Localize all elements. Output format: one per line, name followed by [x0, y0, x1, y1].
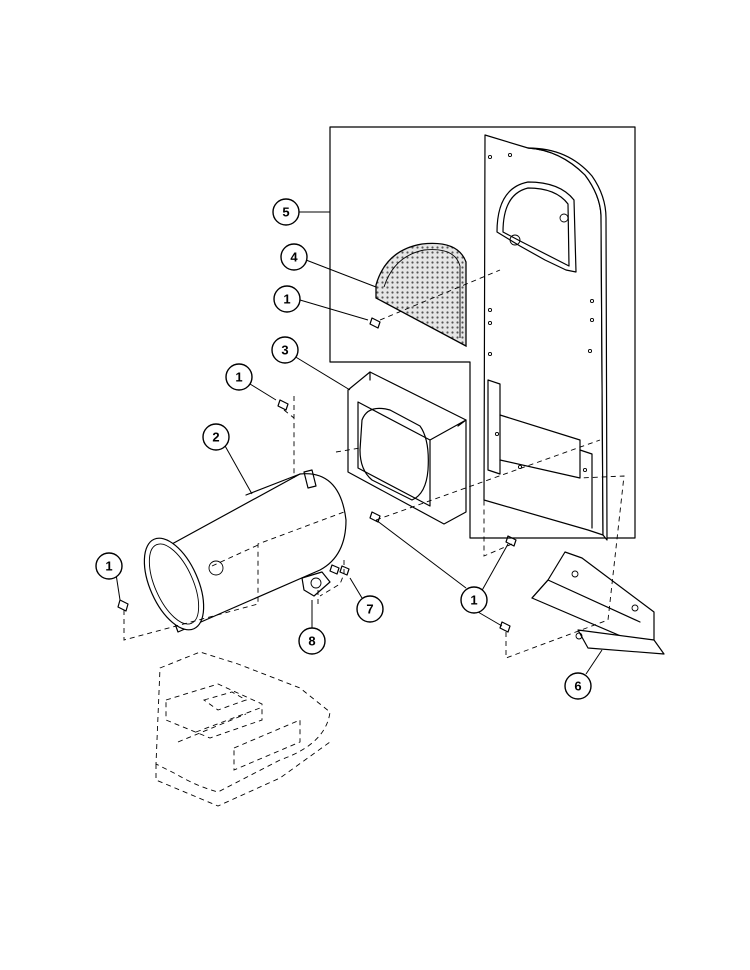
- callout-3: 3: [271, 336, 299, 364]
- svg-text:5: 5: [282, 205, 289, 220]
- svg-text:1: 1: [235, 370, 242, 385]
- callout-4: 4: [280, 243, 308, 271]
- alignment-lines: [123, 269, 625, 659]
- part-4-lint-screen: [375, 242, 467, 348]
- callout-1-lower-left-screw: 1: [95, 552, 123, 580]
- svg-text:8: 8: [308, 634, 315, 649]
- svg-text:7: 7: [366, 602, 373, 617]
- svg-text:4: 4: [290, 250, 298, 265]
- callout-2: 2: [202, 423, 230, 451]
- callout-1-bracket-screws: 1: [460, 586, 488, 614]
- part-2-cylinder: [143, 469, 347, 633]
- callout-7: 7: [356, 595, 384, 623]
- screw-center: [369, 511, 381, 523]
- svg-text:1: 1: [470, 593, 477, 608]
- svg-text:1: 1: [283, 292, 290, 307]
- callout-1-screen-screw: 1: [273, 285, 301, 313]
- leader-lines: [115, 211, 603, 675]
- screw-upper: [369, 317, 381, 329]
- part-5-back-panel: [483, 134, 608, 541]
- part-8-thermostat: [301, 571, 331, 597]
- svg-text:3: 3: [281, 343, 288, 358]
- part-6-bracket: [531, 551, 665, 655]
- svg-text:1: 1: [105, 559, 112, 574]
- screw-left-mid: [277, 399, 289, 411]
- part-7-screw: [329, 564, 350, 576]
- screw-right-b: [499, 621, 511, 633]
- part-3-duct-frame: [347, 371, 467, 525]
- callout-1-cylinder-screw: 1: [225, 363, 253, 391]
- svg-text:2: 2: [212, 430, 219, 445]
- svg-text:6: 6: [574, 679, 581, 694]
- assembly-frame: [329, 126, 636, 539]
- callout-5: 5: [272, 198, 300, 226]
- screw-left-low: [117, 599, 129, 612]
- phantom-base: [155, 651, 331, 807]
- callout-6: 6: [564, 672, 592, 700]
- screw-right-a: [505, 535, 517, 547]
- callout-8: 8: [298, 627, 326, 655]
